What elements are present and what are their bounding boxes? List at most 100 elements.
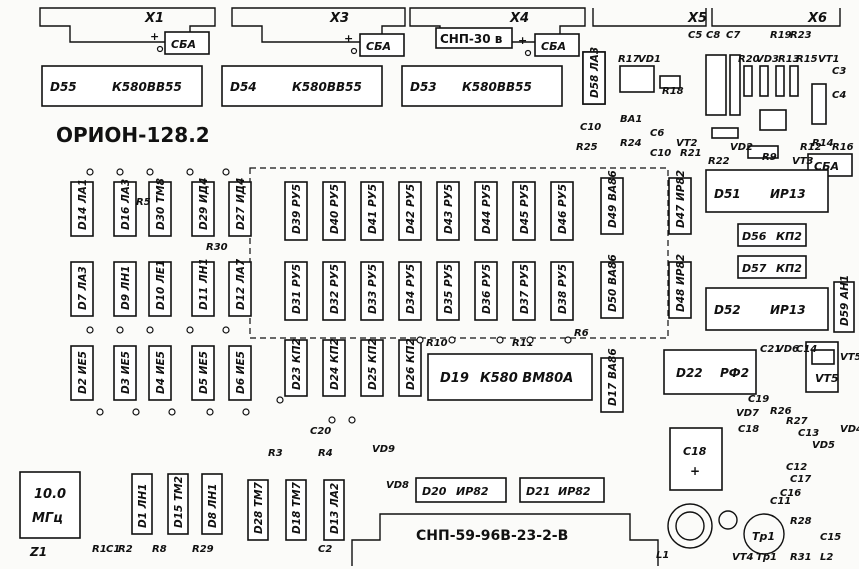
chip-label: D37 РУ5 (519, 264, 531, 314)
ram-chip-d35: D35 РУ5 (436, 261, 460, 321)
chip-label: D58 ЛА3 (589, 47, 601, 98)
ram-chip-d43: D43 РУ5 (436, 181, 460, 241)
chip-label: D39 РУ5 (291, 184, 303, 234)
component-label: R17 (618, 54, 640, 65)
component-label: VD4 (840, 424, 859, 435)
chip-label: D31 РУ5 (291, 264, 303, 314)
chip-type: К580ВВ55 (292, 80, 362, 94)
capacitor-c18: C18 + (669, 427, 723, 491)
ram-chip-d33: D33 РУ5 (360, 261, 384, 321)
via (132, 408, 140, 416)
ram-chip-d41: D41 РУ5 (360, 181, 384, 241)
component-label: R26 (770, 406, 792, 417)
chip-label: D48 ИР82 (675, 254, 687, 312)
chip-ref: D22 (676, 366, 703, 380)
chip-d54: D54 К580ВВ55 (221, 65, 383, 107)
chip-type: ИР13 (770, 187, 806, 201)
chip-d8: D8 ЛН1 (201, 473, 223, 535)
chip-d14: D14 ЛА1 (70, 179, 94, 237)
oscillator-unit: МГц (32, 511, 63, 526)
chip-d25: D25 КП2 (360, 338, 384, 397)
ram-chip-d46: D46 РУ5 (550, 181, 574, 241)
oscillator-freq: 10.0 (34, 487, 66, 502)
via (96, 408, 104, 416)
chip-d18: D18 ТМ7 (285, 479, 307, 541)
chip-d52: D52 ИР13 (705, 287, 829, 331)
connector-x1-label: X1 (144, 11, 164, 26)
component-label: VD1 (638, 54, 661, 65)
chip-ref: D57 (742, 262, 767, 275)
chip-ref: D54 (230, 80, 257, 94)
chip-type: РФ2 (720, 366, 749, 380)
power-area (619, 54, 827, 159)
chip-d12: D12 ЛА7 (228, 258, 252, 317)
component-label: C12 (786, 462, 807, 473)
chip-d16: D16 ЛА3 (113, 179, 137, 237)
chip-d53: D53 К580ВВ55 (401, 65, 563, 107)
component-label: C2 (318, 544, 332, 555)
chip-label: D27 ИД4 (235, 178, 247, 230)
chip-d57: D57 КП2 (737, 255, 807, 279)
cba-label: СБА (541, 40, 566, 53)
chip-label: D43 РУ5 (443, 184, 455, 234)
chip-label: D44 РУ5 (481, 184, 493, 234)
connector-x4-type: СНП-30 в (440, 32, 503, 46)
component-label: R27 (786, 416, 808, 427)
via (86, 326, 94, 334)
chip-d3: D3 ИЕ5 (113, 345, 137, 401)
chip-type: ИР82 (558, 485, 591, 498)
chip-label: D8 ЛН1 (207, 484, 219, 529)
component-label: Тр1 (756, 552, 777, 563)
connector-x6: X6 (711, 8, 841, 27)
via (86, 168, 94, 176)
chip-label: D1 ЛН1 (137, 484, 149, 529)
chip-label: D12 ЛА7 (235, 258, 247, 310)
component-label: C18 (738, 424, 759, 435)
component-label: R14 (812, 138, 834, 149)
chip-label: D24 КП2 (329, 338, 341, 390)
chip-label: D14 ЛА1 (77, 179, 89, 230)
component-label: R24 (620, 138, 642, 149)
via (496, 336, 504, 344)
via (242, 408, 250, 416)
component-label: C13 (798, 428, 819, 439)
chip-ref: D19 (440, 371, 469, 386)
component-label: R15 (796, 54, 818, 65)
ram-chip-d34: D34 РУ5 (398, 261, 422, 321)
chip-d9: D9 ЛН1 (113, 261, 137, 317)
ram-chip-d39: D39 РУ5 (284, 181, 308, 241)
via (448, 336, 456, 344)
chip-ref: D53 (410, 80, 437, 94)
chip-d24: D24 КП2 (322, 338, 346, 397)
via (526, 336, 534, 344)
chip-label: D40 РУ5 (329, 184, 341, 234)
chip-ref: D21 (526, 485, 550, 498)
component-label: R6 (574, 328, 589, 339)
component-label: L2 (820, 552, 833, 563)
chip-label: D4 ИЕ5 (155, 351, 167, 394)
ram-chip-d42: D42 РУ5 (398, 181, 422, 241)
chip-label: D11 ЛН1 (198, 258, 210, 310)
connector-x4: X4 СНП-30 в (409, 7, 586, 49)
ram-chip-d44: D44 РУ5 (474, 181, 498, 241)
component-label: VT3 (792, 156, 814, 167)
chip-type: К580 ВМ80А (480, 371, 573, 386)
component-label: R23 (790, 30, 812, 41)
chip-label: D5 ИЕ5 (198, 351, 210, 394)
via (222, 168, 230, 176)
component-label: R4 (318, 448, 333, 459)
ram-chip-d45: D45 РУ5 (512, 181, 536, 241)
board-title: ОРИОН-128.2 (56, 123, 210, 147)
component-label: R19 (770, 30, 792, 41)
chip-label: D36 РУ5 (481, 264, 493, 314)
chip-label: D2 ИЕ5 (77, 351, 89, 394)
svg-text:C18: C18 (683, 445, 707, 458)
svg-text:+: + (518, 34, 527, 47)
chip-d26: D26 КП2 (398, 338, 422, 397)
chip-label: D13 ЛА2 (329, 483, 341, 534)
chip-label: D18 ТМ7 (291, 481, 303, 534)
chip-d22: D22 РФ2 (663, 349, 757, 395)
component-label: C21 (760, 344, 781, 355)
chip-d10: D10 ЛЕ1 (148, 260, 172, 317)
